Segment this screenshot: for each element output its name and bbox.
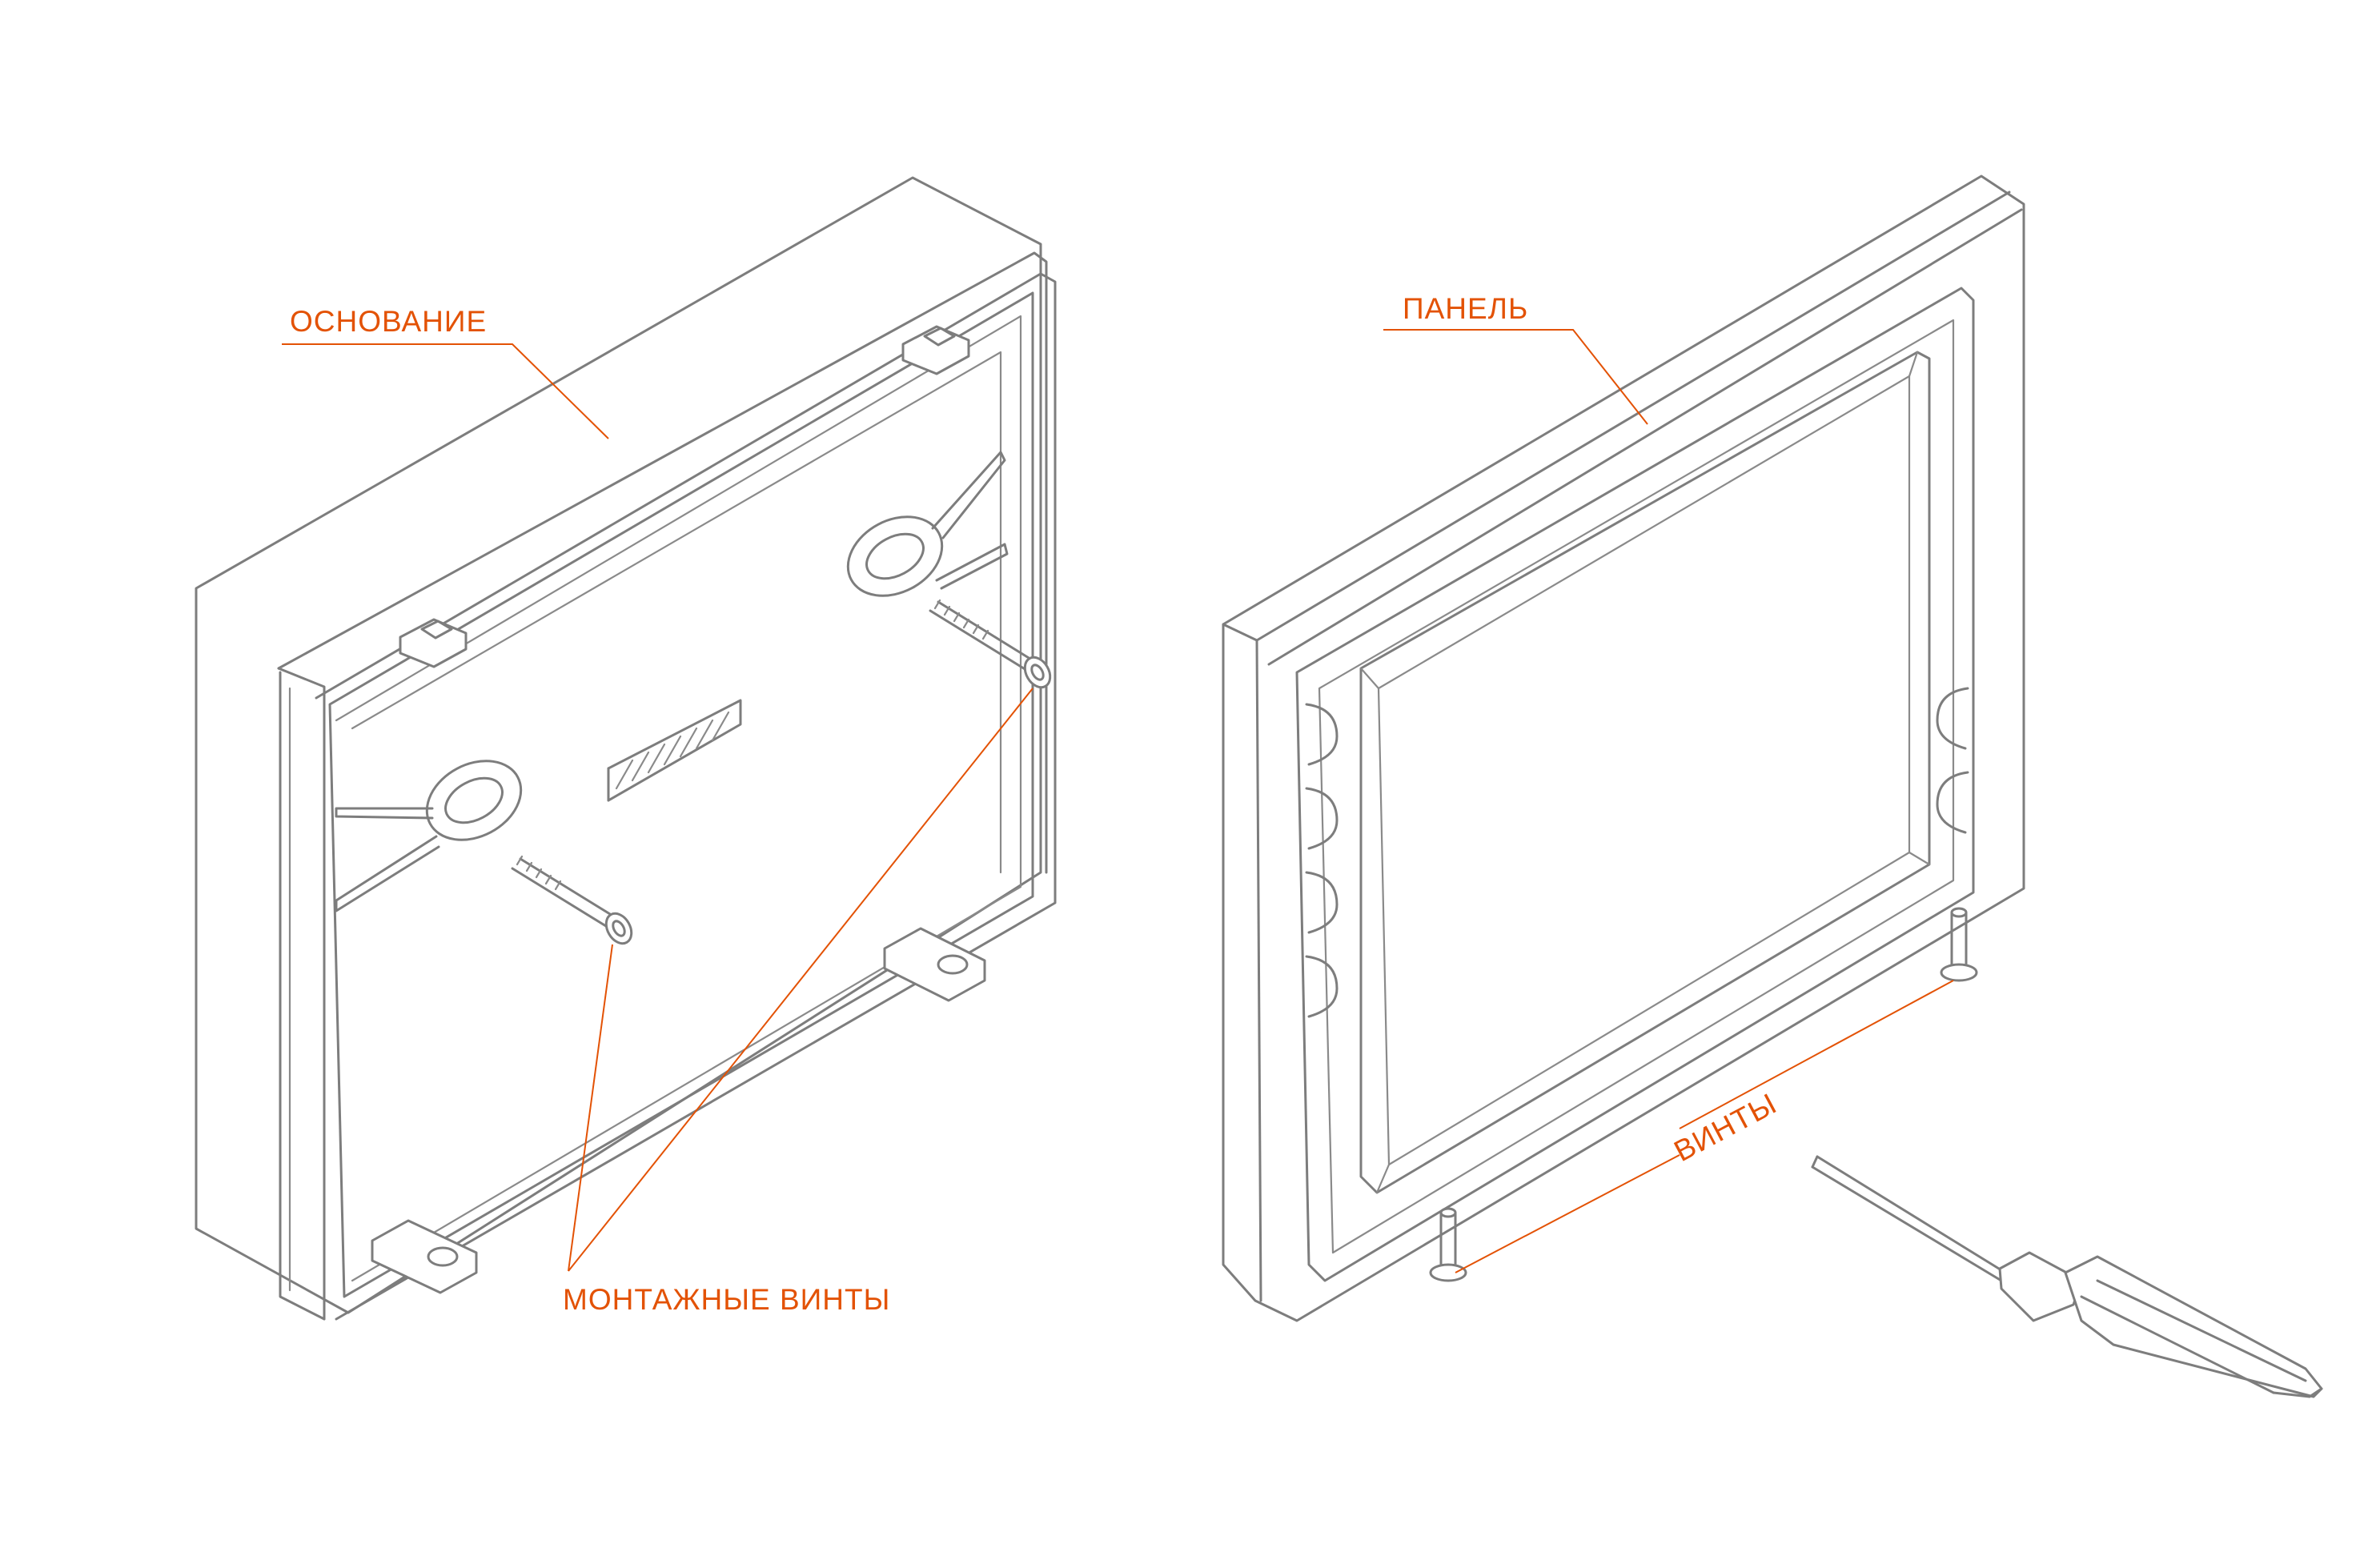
base-bottom-tab-right <box>883 927 986 1002</box>
label-screws: ВИНТЫ <box>1669 1087 1782 1168</box>
label-mounting-screws: МОНТАЖНЫЕ ВИНТЫ <box>563 1283 890 1316</box>
base-top-tab-right <box>901 325 970 375</box>
panel-button-3 <box>1305 871 1339 934</box>
panel-button-1 <box>1305 703 1339 766</box>
mounting-screw-left <box>511 855 633 945</box>
mounting-slot-right <box>846 451 1009 597</box>
leader-mounting-screw-right <box>568 688 1033 1272</box>
panel-button-5 <box>1936 687 1969 750</box>
panel-screw-left <box>1429 1207 1467 1282</box>
panel-button-4 <box>1305 955 1339 1018</box>
leader-base <box>282 343 609 439</box>
screwdriver-icon <box>1811 1155 2323 1398</box>
leader-screw-right <box>1679 980 1954 1129</box>
base-top-tab-left <box>399 618 468 668</box>
base-bottom-tab-left <box>371 1219 478 1294</box>
panel-button-6 <box>1936 771 1969 834</box>
mounting-screw-right <box>929 599 1052 689</box>
leader-screw-left <box>1455 1154 1680 1273</box>
panel-button-2 <box>1305 787 1339 850</box>
label-panel: ПАНЕЛЬ <box>1403 292 1528 325</box>
panel-screw-right <box>1940 907 1978 982</box>
mounting-slot-left <box>335 760 523 912</box>
leader-mounting-screw-left <box>568 944 613 1272</box>
front-panel <box>1222 174 2025 1322</box>
label-base: ОСНОВАНИЕ <box>290 305 487 338</box>
terminal-block <box>607 699 742 802</box>
base-housing <box>195 176 1057 1321</box>
leader-panel <box>1383 329 1648 425</box>
